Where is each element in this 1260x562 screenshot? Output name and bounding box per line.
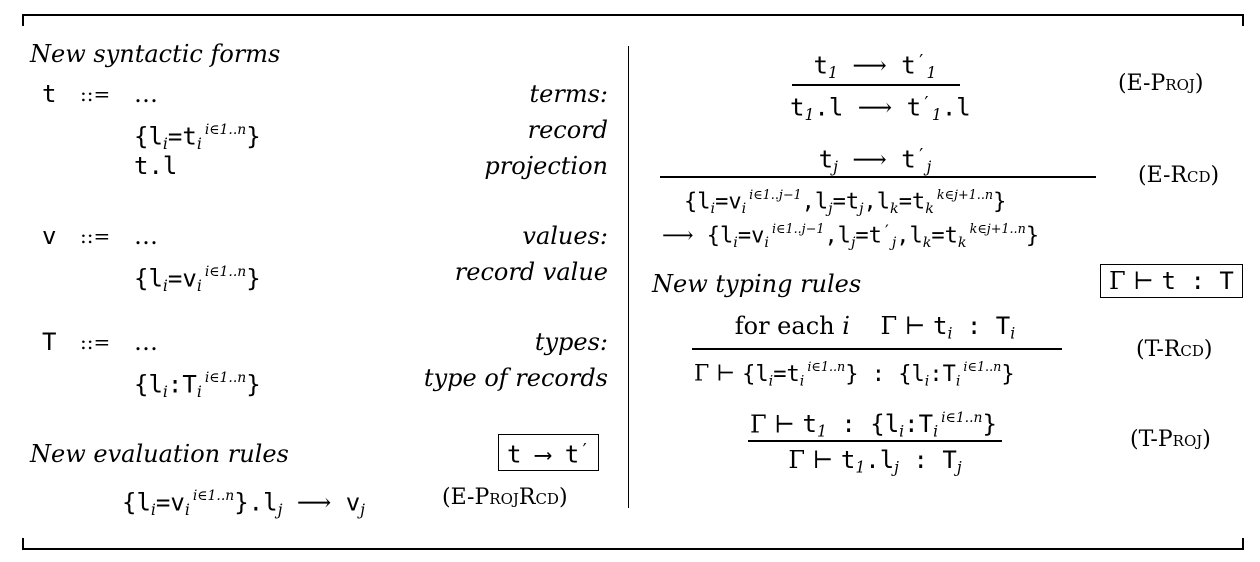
record-type-term: {li:Tii∈1..n} [134, 370, 261, 402]
projrcd-rule: {li=vii∈1..n}.lj ⟶ vj [122, 488, 366, 520]
e-proj-conclusion: t1.l ⟶ t′1.l [790, 93, 971, 124]
t-proj-conclusion: Γ ⊢ t1.lj : Tj [788, 446, 962, 477]
typing-judgment-box: Γ ⊢ t : T [1100, 264, 1243, 298]
rule-name-projrcd: (E-ProjRcd) [442, 485, 568, 510]
rule-name-t-rcd: (T-Rcd) [1136, 337, 1213, 362]
ellipsis: … [134, 222, 158, 250]
def-symbol: ::= [80, 330, 111, 354]
def-symbol: ::= [80, 82, 111, 106]
def-symbol: ::= [80, 224, 111, 248]
record-value-term: {li=vii∈1..n} [134, 264, 261, 296]
t-rcd-premise: for each i Γ ⊢ ti : Ti [734, 312, 1016, 343]
type-of-records-label: type of records [423, 364, 608, 392]
e-rcd-conclusion-line1: {li=vii∈1..j−1,lj=tj,lk=tkk∈j+1..n} [684, 188, 1007, 217]
ellipsis: … [134, 80, 158, 108]
e-proj-premise: t1 ⟶ t′1 [813, 51, 937, 82]
rule-name-e-rcd: (E-Rcd) [1138, 163, 1220, 188]
record-label: record [527, 116, 608, 144]
e-rcd-bar [660, 176, 1096, 178]
t-rcd-conclusion: Γ ⊢ {li=tii∈1..n} : {li:Tii∈1..n} [694, 360, 1015, 389]
terms-label: terms: [529, 80, 608, 108]
column-divider [628, 46, 629, 508]
e-rcd-conclusion-line2: ⟶ {li=vii∈1..j−1,lj=t′j,lk=tkk∈j+1..n} [662, 221, 1040, 251]
typing-heading: New typing rules [652, 270, 862, 298]
values-label: values: [522, 222, 608, 250]
value-metavar: v [42, 222, 57, 250]
record-term: {li=tii∈1..n} [134, 122, 261, 154]
eval-judgment-box: t ⟶ t′ [498, 434, 600, 472]
record-value-label: record value [454, 258, 608, 286]
t-proj-bar [748, 440, 1002, 442]
term-metavar: t [42, 80, 57, 108]
e-rcd-premise: tj ⟶ t′j [818, 145, 932, 176]
top-bracket-rule [22, 14, 1244, 26]
projection-term: t.l [134, 152, 178, 180]
syntax-heading: New syntactic forms [30, 40, 281, 68]
t-proj-premise: Γ ⊢ t1 : {li:Tii∈1..n} [750, 410, 997, 442]
rule-name-e-proj: (E-Proj) [1118, 71, 1204, 96]
rule-name-t-proj: (T-Proj) [1130, 427, 1211, 452]
eval-heading: New evaluation rules [30, 440, 289, 468]
type-metavar: T [42, 328, 57, 356]
bottom-bracket-rule [22, 538, 1244, 550]
projection-label: projection [484, 152, 608, 180]
for-each-text: for each [734, 312, 835, 340]
ellipsis: … [134, 328, 158, 356]
types-label: types: [534, 328, 608, 356]
e-proj-bar [792, 84, 960, 86]
t-rcd-bar [692, 348, 1062, 350]
